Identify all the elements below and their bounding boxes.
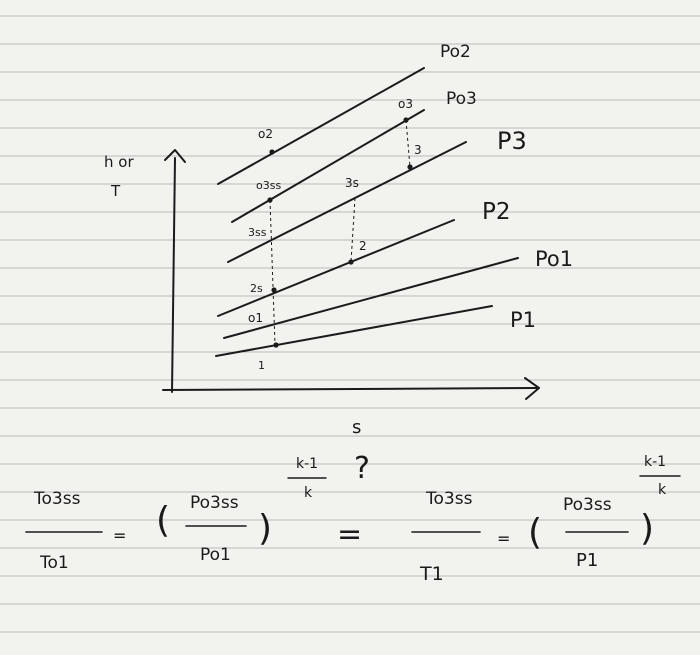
label-o3: o3 bbox=[398, 97, 413, 111]
point-o2 bbox=[269, 149, 275, 155]
label-p2: P2 bbox=[482, 199, 511, 225]
eq-paren-close-2: ) bbox=[640, 508, 654, 549]
label-3s: 3s bbox=[345, 176, 359, 190]
label-3: 3 bbox=[414, 143, 422, 157]
y-axis-label-h: h or bbox=[104, 153, 134, 171]
axes: h or T s bbox=[104, 149, 540, 438]
eq2-exponent-numerator: k-1 bbox=[644, 454, 666, 470]
label-o3ss: o3ss bbox=[256, 179, 281, 192]
eq-lhs-denominator: To1 bbox=[39, 553, 69, 573]
label-1: 1 bbox=[258, 359, 265, 372]
eq-exponent-denominator: k bbox=[304, 485, 313, 501]
dashed-line-3s-2 bbox=[350, 197, 356, 263]
eq2-exponent-denominator: k bbox=[658, 482, 667, 498]
eq-p2-denominator: P1 bbox=[576, 550, 598, 571]
isobars bbox=[215, 67, 519, 357]
isentropic-dashed-line-left bbox=[269, 199, 276, 346]
eq-exponent-numerator: k-1 bbox=[296, 456, 318, 472]
label-po3: Po3 bbox=[446, 89, 477, 109]
label-o1: o1 bbox=[248, 311, 263, 325]
eq-paren-open-2: ( bbox=[528, 512, 542, 553]
eq-equivalence-sign: = bbox=[337, 517, 362, 552]
eq-rhs-denominator: T1 bbox=[419, 563, 444, 585]
label-p1: P1 bbox=[510, 308, 536, 332]
label-2s: 2s bbox=[250, 282, 263, 295]
dashed-line-o3-3 bbox=[405, 119, 411, 168]
point-o3ss bbox=[267, 197, 273, 203]
eq-paren-open-1: ( bbox=[156, 500, 170, 541]
isobar-p2 bbox=[217, 219, 455, 317]
isobar-po2 bbox=[217, 67, 425, 185]
point-1 bbox=[273, 342, 279, 348]
equation: To3ss To1 = ( Po3ss Po1 ) k-1 k ? = To3s… bbox=[25, 451, 681, 585]
label-o2: o2 bbox=[258, 127, 273, 141]
point-o3 bbox=[403, 117, 409, 123]
label-p3: P3 bbox=[497, 127, 527, 155]
y-axis-arrowhead bbox=[164, 149, 186, 163]
x-axis-arrowhead bbox=[524, 377, 540, 400]
state-points bbox=[267, 117, 413, 348]
label-2: 2 bbox=[359, 239, 367, 253]
eq-equals-2: = bbox=[497, 529, 510, 548]
process-lines bbox=[269, 119, 411, 346]
point-2 bbox=[348, 259, 354, 265]
isobar-labels: Po2 Po3 P3 P2 Po1 P1 bbox=[440, 42, 573, 332]
eq-lhs-numerator: To3ss bbox=[33, 489, 81, 509]
eq-question-mark: ? bbox=[354, 451, 370, 486]
label-po2: Po2 bbox=[440, 42, 471, 62]
isobar-po3 bbox=[231, 109, 425, 223]
x-axis bbox=[162, 387, 539, 391]
label-3ss: 3ss bbox=[248, 226, 267, 239]
point-2s bbox=[271, 287, 277, 293]
y-axis bbox=[171, 157, 176, 393]
eq-rhs-numerator: To3ss bbox=[425, 489, 473, 509]
isobar-po1 bbox=[223, 257, 519, 339]
eq-p-numerator: Po3ss bbox=[190, 493, 239, 513]
eq-paren-close-1: ) bbox=[258, 508, 272, 549]
eq-p-denominator: Po1 bbox=[200, 545, 231, 565]
ruled-lines bbox=[0, 15, 700, 633]
x-axis-label-s: s bbox=[352, 417, 361, 438]
point-3 bbox=[407, 164, 413, 170]
eq-p2-numerator: Po3ss bbox=[563, 495, 612, 515]
y-axis-label-t: T bbox=[110, 182, 121, 200]
isobar-p1 bbox=[215, 305, 493, 357]
eq-equals-1: = bbox=[113, 526, 126, 545]
isobar-p3 bbox=[227, 141, 467, 263]
label-po1: Po1 bbox=[535, 247, 573, 271]
point-labels: o2 o3 o3ss 3s 3 3ss 2 2s o1 1 bbox=[248, 97, 422, 372]
